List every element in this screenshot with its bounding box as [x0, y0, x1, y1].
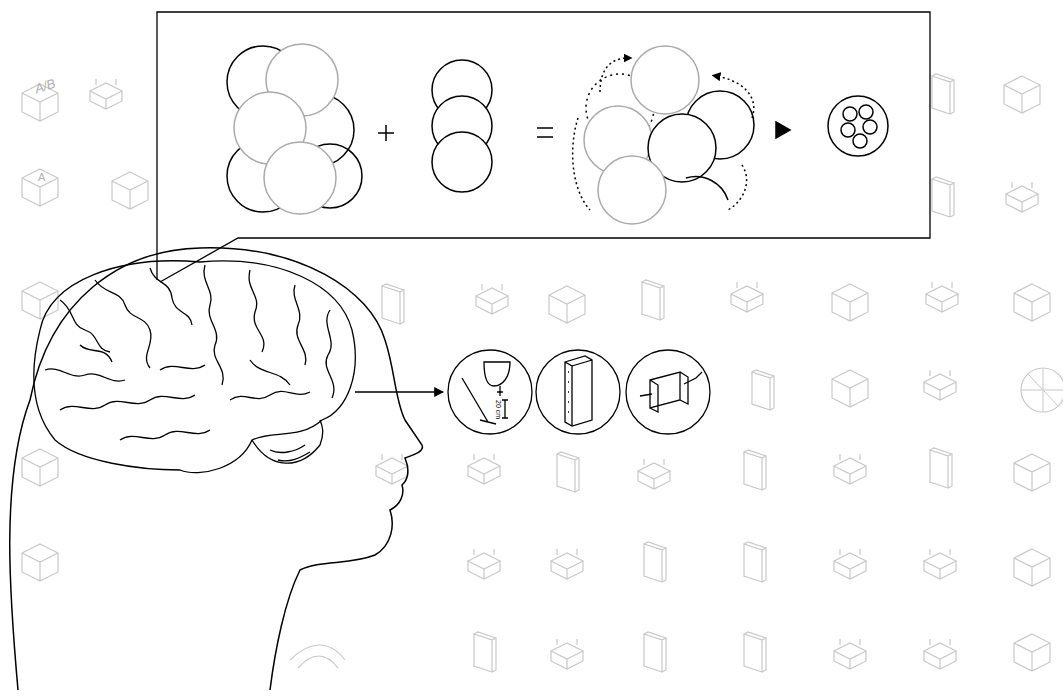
icon-label: A/B: [33, 77, 57, 96]
detail-icons: [448, 350, 710, 434]
icon-label: A: [38, 172, 45, 183]
pointer-arrow: [355, 392, 443, 393]
circle-equation: [227, 44, 888, 224]
brain: [34, 261, 355, 473]
callout-box: [157, 12, 930, 282]
head-profile: [10, 248, 423, 690]
icon-label: 20 cm: [495, 400, 502, 419]
